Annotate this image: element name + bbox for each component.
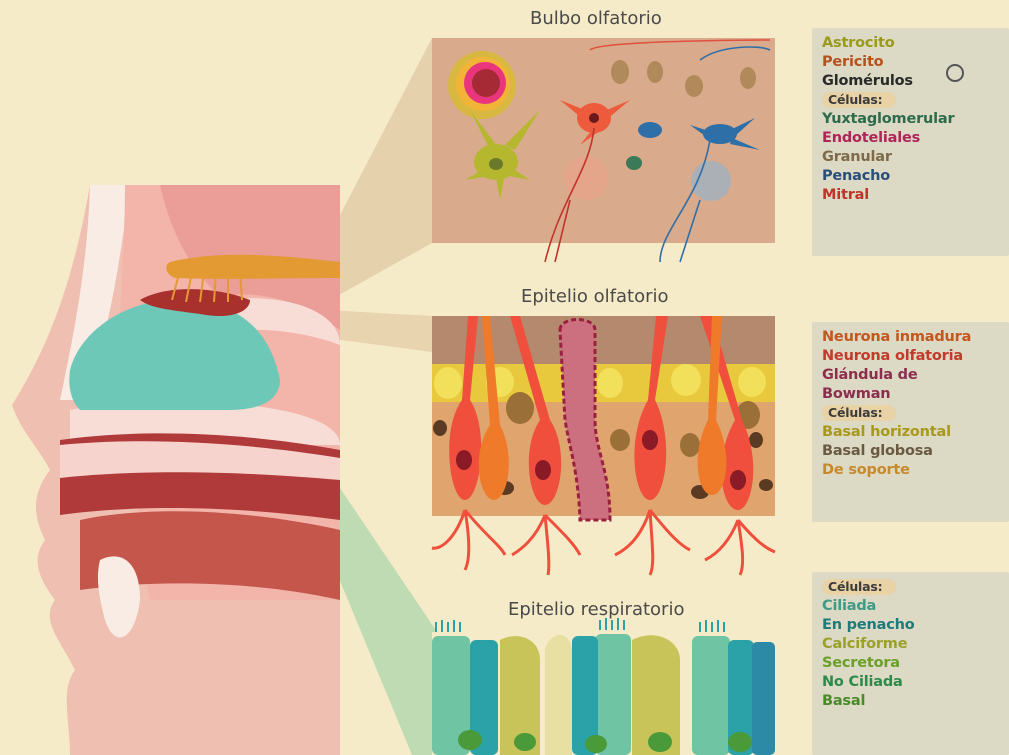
legend-item: Penacho (822, 167, 1009, 186)
legend-label: Basal horizontal (822, 424, 951, 440)
legend-header: Células: (822, 405, 896, 421)
legend-item: Neurona inmadura (822, 328, 1009, 347)
legend-label: Yuxtaglomerular (822, 111, 954, 127)
legend-item: Ciliada (822, 597, 1009, 616)
legend-item: Células: (822, 578, 1009, 597)
olfactory-epithelium-panel (432, 316, 775, 575)
legend-item: Neurona olfatoria (822, 347, 1009, 366)
legend-label: Bowman (822, 386, 890, 402)
nonciliated-cells (752, 642, 775, 755)
legend-header: Células: (822, 92, 896, 108)
legend-label: Neurona olfatoria (822, 348, 963, 364)
olfactory-bulb-panel (432, 38, 775, 262)
respiratory-epithelium-title: Epitelio respiratorio (508, 599, 684, 620)
respiratory-epithelium-panel (432, 618, 775, 755)
cilia (436, 618, 724, 632)
legend-item: Yuxtaglomerular (822, 110, 1009, 129)
secretory-cell (545, 635, 572, 755)
legend-label: Glándula de (822, 367, 918, 383)
legend-label: Neurona inmadura (822, 329, 971, 345)
legend-item: De soporte (822, 461, 1009, 480)
legend-item: Glándula de (822, 366, 1009, 385)
legend-item: No Ciliada (822, 673, 1009, 692)
legend-label: Basal globosa (822, 443, 933, 459)
legend-item: Calciforme (822, 635, 1009, 654)
legend-item: Bowman (822, 385, 1009, 404)
legend-item: Endoteliales (822, 129, 1009, 148)
legend-item: Glomérulos (822, 72, 1009, 91)
legend-item: Basal horizontal (822, 423, 1009, 442)
legend-item: En penacho (822, 616, 1009, 635)
legend-label: Astrocito (822, 35, 895, 51)
legend-label: De soporte (822, 462, 910, 478)
legend-label: Glomérulos (822, 73, 913, 89)
legend-label: Penacho (822, 168, 890, 184)
legend-label: Mitral (822, 187, 869, 203)
legend-item: Basal (822, 692, 1009, 711)
legend-item: Células: (822, 404, 1009, 423)
legend-label: Secretora (822, 655, 900, 671)
legend-item: Células: (822, 91, 1009, 110)
legend-label: Pericito (822, 54, 883, 70)
legend-label: No Ciliada (822, 674, 903, 690)
legend-label: En penacho (822, 617, 914, 633)
legend-label: Granular (822, 149, 892, 165)
bulb-title: Bulbo olfatorio (530, 8, 662, 29)
legend-item: Secretora (822, 654, 1009, 673)
legend-label: Calciforme (822, 636, 907, 652)
legend-item: Granular (822, 148, 1009, 167)
legend-label: Basal (822, 693, 865, 709)
legend-item: Astrocito (822, 34, 1009, 53)
legend-item: Mitral (822, 186, 1009, 205)
nose-profile (12, 185, 340, 755)
legend-header: Células: (822, 579, 896, 595)
legend-label: Endoteliales (822, 130, 920, 146)
legend-label: Ciliada (822, 598, 876, 614)
olfactory-epithelium-title: Epitelio olfatorio (521, 286, 669, 307)
legend-item: Basal globosa (822, 442, 1009, 461)
legend-item: Pericito (822, 53, 1009, 72)
circle-marker-icon (946, 64, 964, 82)
